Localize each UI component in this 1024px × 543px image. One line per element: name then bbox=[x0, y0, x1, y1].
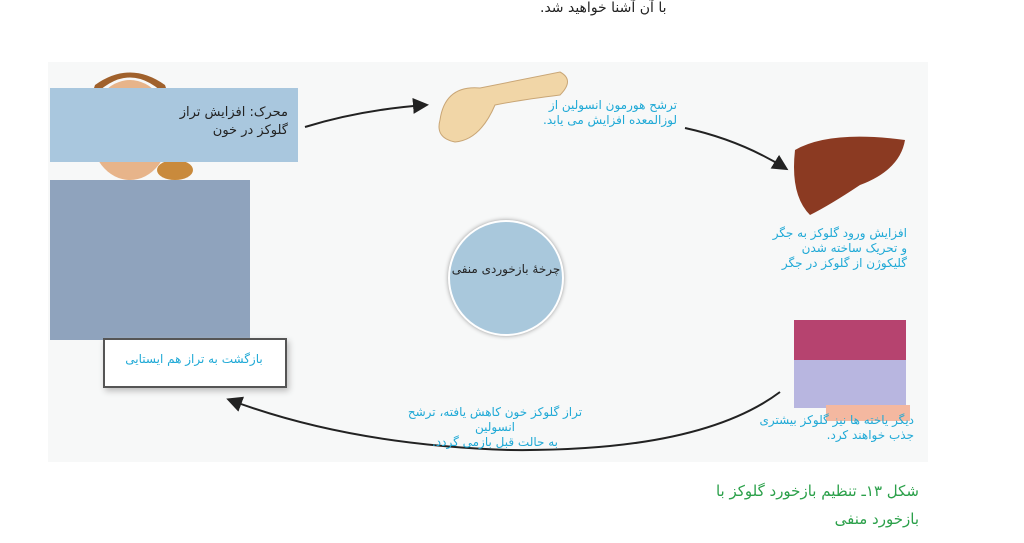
tissue-label: دیگر یاخته ها نیز گلوکز بیشتری جذب خواهن… bbox=[744, 413, 914, 443]
pancreas-line-1: ترشح هورمون انسولین از bbox=[548, 98, 677, 112]
arrow-to-pancreas bbox=[304, 97, 429, 128]
figure-caption-line-2: بازخورد منفی bbox=[834, 510, 919, 528]
feedback-cycle-label: چرخهٔ بازخوردی منفی bbox=[451, 262, 561, 276]
pancreas-line-2: لوزالمعده افزایش می یابد. bbox=[543, 113, 677, 127]
tissue-illustration bbox=[794, 320, 906, 408]
decrease-label: تراز گلوکز خون کاهش یافته، ترشح انسولین … bbox=[390, 405, 600, 450]
liver-line-2: و تحریک ساخته شدن bbox=[801, 241, 907, 255]
top-text: با آن آشنا خواهید شد. bbox=[540, 0, 667, 16]
trigger-line-1: محرک: افزایش تراز bbox=[179, 105, 288, 120]
pancreas-label: ترشح هورمون انسولین از لوزالمعده افزایش … bbox=[497, 98, 677, 128]
pancreas-illustration bbox=[438, 71, 568, 143]
text-highlight bbox=[826, 405, 910, 421]
return-box bbox=[103, 338, 287, 388]
trigger-line-2: گلوکز در خون bbox=[212, 123, 288, 138]
liver-line-1: افزایش ورود گلوکز به جگر bbox=[772, 226, 907, 240]
arrow-to-return bbox=[226, 391, 781, 452]
feedback-cycle-circle bbox=[448, 220, 564, 336]
arrow-to-liver bbox=[684, 127, 789, 171]
trigger-box bbox=[50, 88, 298, 162]
trigger-label: محرک: افزایش تراز گلوکز در خون bbox=[138, 104, 288, 140]
figure-caption-line-1: شکل ۱۳ـ تنظیم بازخورد گلوکز با bbox=[715, 482, 919, 500]
tissue-line-2: جذب خواهند کرد. bbox=[826, 428, 914, 442]
liver-illustration bbox=[794, 136, 905, 215]
liver-label: افزایش ورود گلوکز به جگر و تحریک ساخته ش… bbox=[747, 226, 907, 271]
tissue-line-1: دیگر یاخته ها نیز گلوکز بیشتری bbox=[759, 413, 914, 427]
return-label: بازگشت به تراز هم ایستایی bbox=[125, 352, 263, 366]
decrease-line-1: تراز گلوکز خون کاهش یافته، ترشح انسولین bbox=[407, 405, 583, 434]
decrease-line-2: به حالت قبل بازمی گردد. bbox=[431, 435, 559, 449]
liver-line-3: گلیکوژن از گلوکز در جگر bbox=[781, 256, 907, 270]
